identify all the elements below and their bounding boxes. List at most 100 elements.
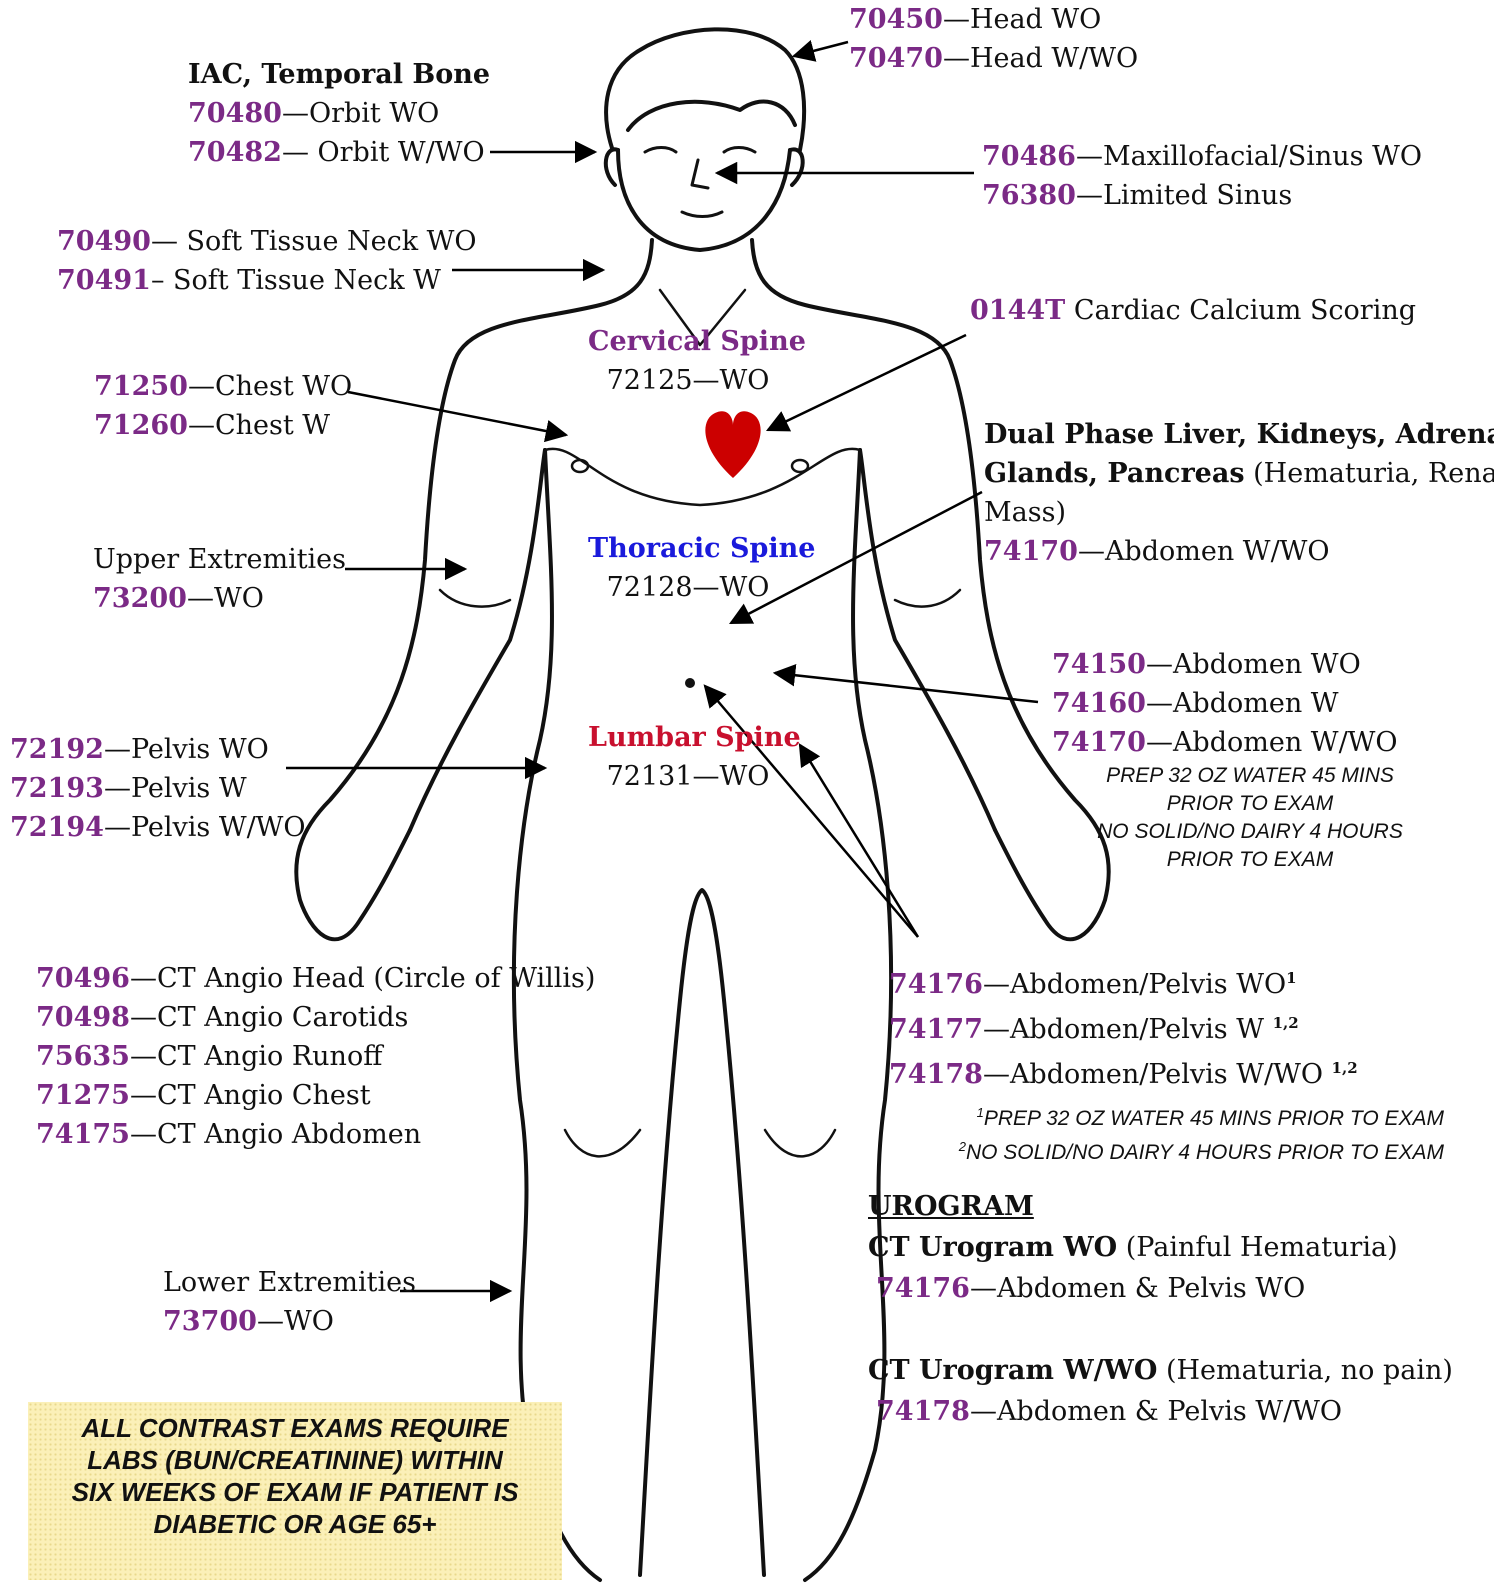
footnote-ref: 1 [1286,969,1296,987]
urogram-wwo-note: (Hematuria, no pain) [1157,1355,1453,1386]
exam-code: 70490 [57,226,151,257]
exam-code: 74176 [876,1273,970,1304]
exam-label: —Maxillofacial/Sinus WO [1076,141,1422,172]
exam-label: —Abdomen W/WO [1078,536,1330,567]
exam-label: —Chest WO [188,371,352,402]
exam-code: 74175 [36,1119,130,1150]
cervical-spine-code: 72125—WO [588,361,788,400]
urogram-wo-note: (Painful Hematuria) [1117,1232,1397,1263]
hair-line [628,102,795,130]
orbit-exams: IAC, Temporal Bone 70480—Orbit WO 70482—… [188,55,490,172]
head-exams: 70450—Head WO 70470—Head W/WO [849,0,1138,78]
exam-label: —Pelvis WO [104,734,269,765]
urogram-section: UROGRAM CT Urogram WO (Painful Hematuria… [868,1186,1453,1432]
urogram-wo-title: CT Urogram WO [868,1232,1117,1263]
exam-code: 72193 [10,773,104,804]
exam-label: —Head W/WO [943,43,1138,74]
warning-line: ALL CONTRAST EXAMS REQUIRE [28,1412,562,1444]
arrow-abd-pelvis-2 [800,745,918,937]
exam-label: —Orbit WO [282,98,439,129]
face-outline [618,150,790,250]
thoracic-spine-label: Thoracic Spine 72128—WO [588,529,788,607]
exam-label: —CT Angio Runoff [130,1041,382,1072]
exam-label: —Abdomen & Pelvis WO [970,1273,1305,1304]
exam-label: —Abdomen/Pelvis WO [983,969,1286,1000]
abdomen-exams: 74150—Abdomen WO 74160—Abdomen W 74170—A… [1052,645,1398,762]
prep-line: PRIOR TO EXAM [1060,846,1440,874]
exam-code: 76380 [982,180,1076,211]
right-nipple [792,460,808,472]
urogram-wwo-title: CT Urogram W/WO [868,1355,1157,1386]
orbit-title: IAC, Temporal Bone [188,55,490,94]
exam-label: —Abdomen W/WO [1146,727,1398,758]
lumbar-spine-code: 72131—WO [588,757,788,796]
footnote-mark: 2 [959,1139,966,1154]
exam-label: —CT Angio Abdomen [130,1119,421,1150]
right-knee [765,1130,835,1156]
prep-line: PRIOR TO EXAM [1060,790,1440,818]
lower-extremities-title: Lower Extremities [163,1263,416,1302]
nose [692,160,708,188]
lumbar-spine-label: Lumbar Spine 72131—WO [588,718,788,796]
footnote-ref: 1,2 [1332,1059,1358,1077]
left-nipple [572,460,588,472]
exam-code: 75635 [36,1041,130,1072]
angio-exams: 70496—CT Angio Head (Circle of Willis) 7… [36,959,595,1154]
exam-label: —Abdomen/Pelvis W/WO [983,1059,1332,1090]
exam-code: 73700 [163,1306,257,1337]
exam-label: —Abdomen & Pelvis W/WO [970,1396,1342,1427]
exam-label: —CT Angio Carotids [130,1002,408,1033]
exam-code: 73200 [93,583,187,614]
upper-extremities-exam: Upper Extremities 73200—WO [93,540,346,618]
exam-code: 70480 [188,98,282,129]
left-pec [545,449,860,505]
upper-extremities-title: Upper Extremities [93,540,346,579]
exam-label: —Pelvis W [104,773,247,804]
inner-leg [640,890,764,1575]
exam-label: —Pelvis W/WO [104,812,306,843]
contrast-warning-box: ALL CONTRAST EXAMS REQUIRE LABS (BUN/CRE… [28,1402,562,1580]
mouth [682,212,722,217]
exam-code: 74150 [1052,649,1146,680]
exam-label: —Limited Sinus [1076,180,1292,211]
cervical-spine-title: Cervical Spine [588,322,788,361]
warning-line: SIX WEEKS OF EXAM IF PATIENT IS [28,1476,562,1508]
pelvis-exams: 72192—Pelvis WO 72193—Pelvis W 72194—Pel… [10,730,306,847]
exam-label: — Soft Tissue Neck WO [151,226,477,257]
chest-exams: 71250—Chest WO 71260—Chest W [94,367,352,445]
cardiac-exam: 0144T Cardiac Calcium Scoring [970,291,1416,330]
dual-phase-title-2: Glands, Pancreas [984,458,1245,489]
exam-label: —CT Angio Head (Circle of Willis) [130,963,595,994]
exam-label: Cardiac Calcium Scoring [1065,295,1416,326]
exam-label: — Orbit W/WO [282,137,485,168]
exam-label: —WO [257,1306,334,1337]
abdomen-pelvis-exams: 74176—Abdomen/Pelvis WO1 74177—Abdomen/P… [889,959,1358,1094]
exam-code: 70486 [982,141,1076,172]
exam-label: —Abdomen WO [1146,649,1361,680]
thoracic-spine-title: Thoracic Spine [588,529,788,568]
right-eye [724,148,755,153]
exam-code: 70491 [57,265,151,296]
footnote-ref: 1,2 [1273,1014,1299,1032]
exam-code: 0144T [970,295,1065,326]
exam-code: 70498 [36,1002,130,1033]
arrow-chest [348,392,566,435]
exam-code: 70470 [849,43,943,74]
footnote-mark: 1 [977,1105,984,1120]
dual-phase-note: (Hematuria, Renal [1245,458,1494,489]
warning-line: LABS (BUN/CREATININE) WITHIN [28,1444,562,1476]
exam-label: —Chest W [188,410,330,441]
prep-line: PREP 32 OZ WATER 45 MINS [1060,762,1440,790]
left-eye [645,148,676,153]
lower-extremities-exam: Lower Extremities 73700—WO [163,1263,416,1341]
right-elbow [895,590,960,607]
exam-label: —CT Angio Chest [130,1080,371,1111]
hair-outline [606,29,804,150]
exam-code: 74160 [1052,688,1146,719]
arrow-abdomen [775,673,1038,702]
exam-code: 70450 [849,4,943,35]
exam-code: 74178 [889,1059,983,1090]
exam-label: —WO [187,583,264,614]
exam-code: 74170 [1052,727,1146,758]
